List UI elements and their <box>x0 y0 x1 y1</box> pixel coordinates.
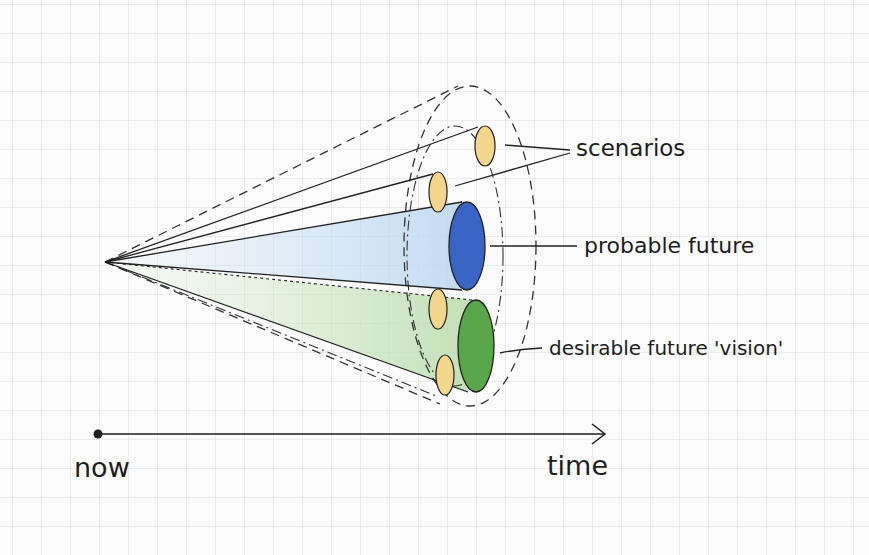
inner-cone-edge <box>105 262 436 396</box>
leader-line <box>500 348 542 353</box>
scenario-ellipse <box>429 289 447 329</box>
probable-future-ellipse <box>449 202 485 290</box>
scenario-ray <box>105 174 433 262</box>
probable-ray <box>105 202 462 262</box>
time-arrowhead <box>592 424 605 444</box>
desirable-ray <box>105 262 468 392</box>
axis-label: time <box>547 450 608 482</box>
scenario-ray <box>105 127 478 262</box>
scenario-ellipse <box>429 172 447 212</box>
time-axis <box>98 433 604 435</box>
leader-line <box>505 145 570 150</box>
outer-cone-edge <box>105 262 440 404</box>
scenarios-label: scenarios <box>576 135 685 163</box>
probable-ray <box>105 262 462 290</box>
leader-line <box>455 153 570 186</box>
axis-label: now <box>74 452 130 484</box>
leader-line <box>490 245 577 246</box>
scenario-ellipse <box>475 126 495 166</box>
scenario-ellipse <box>436 355 454 395</box>
desirable-cone-fill <box>105 262 472 392</box>
outcome-label: desirable future 'vision' <box>549 336 783 360</box>
desirable-ray <box>105 262 472 300</box>
desirable-future-ellipse <box>458 300 494 392</box>
outer-cone-edge <box>105 86 458 262</box>
outcome-label: probable future <box>584 233 754 259</box>
